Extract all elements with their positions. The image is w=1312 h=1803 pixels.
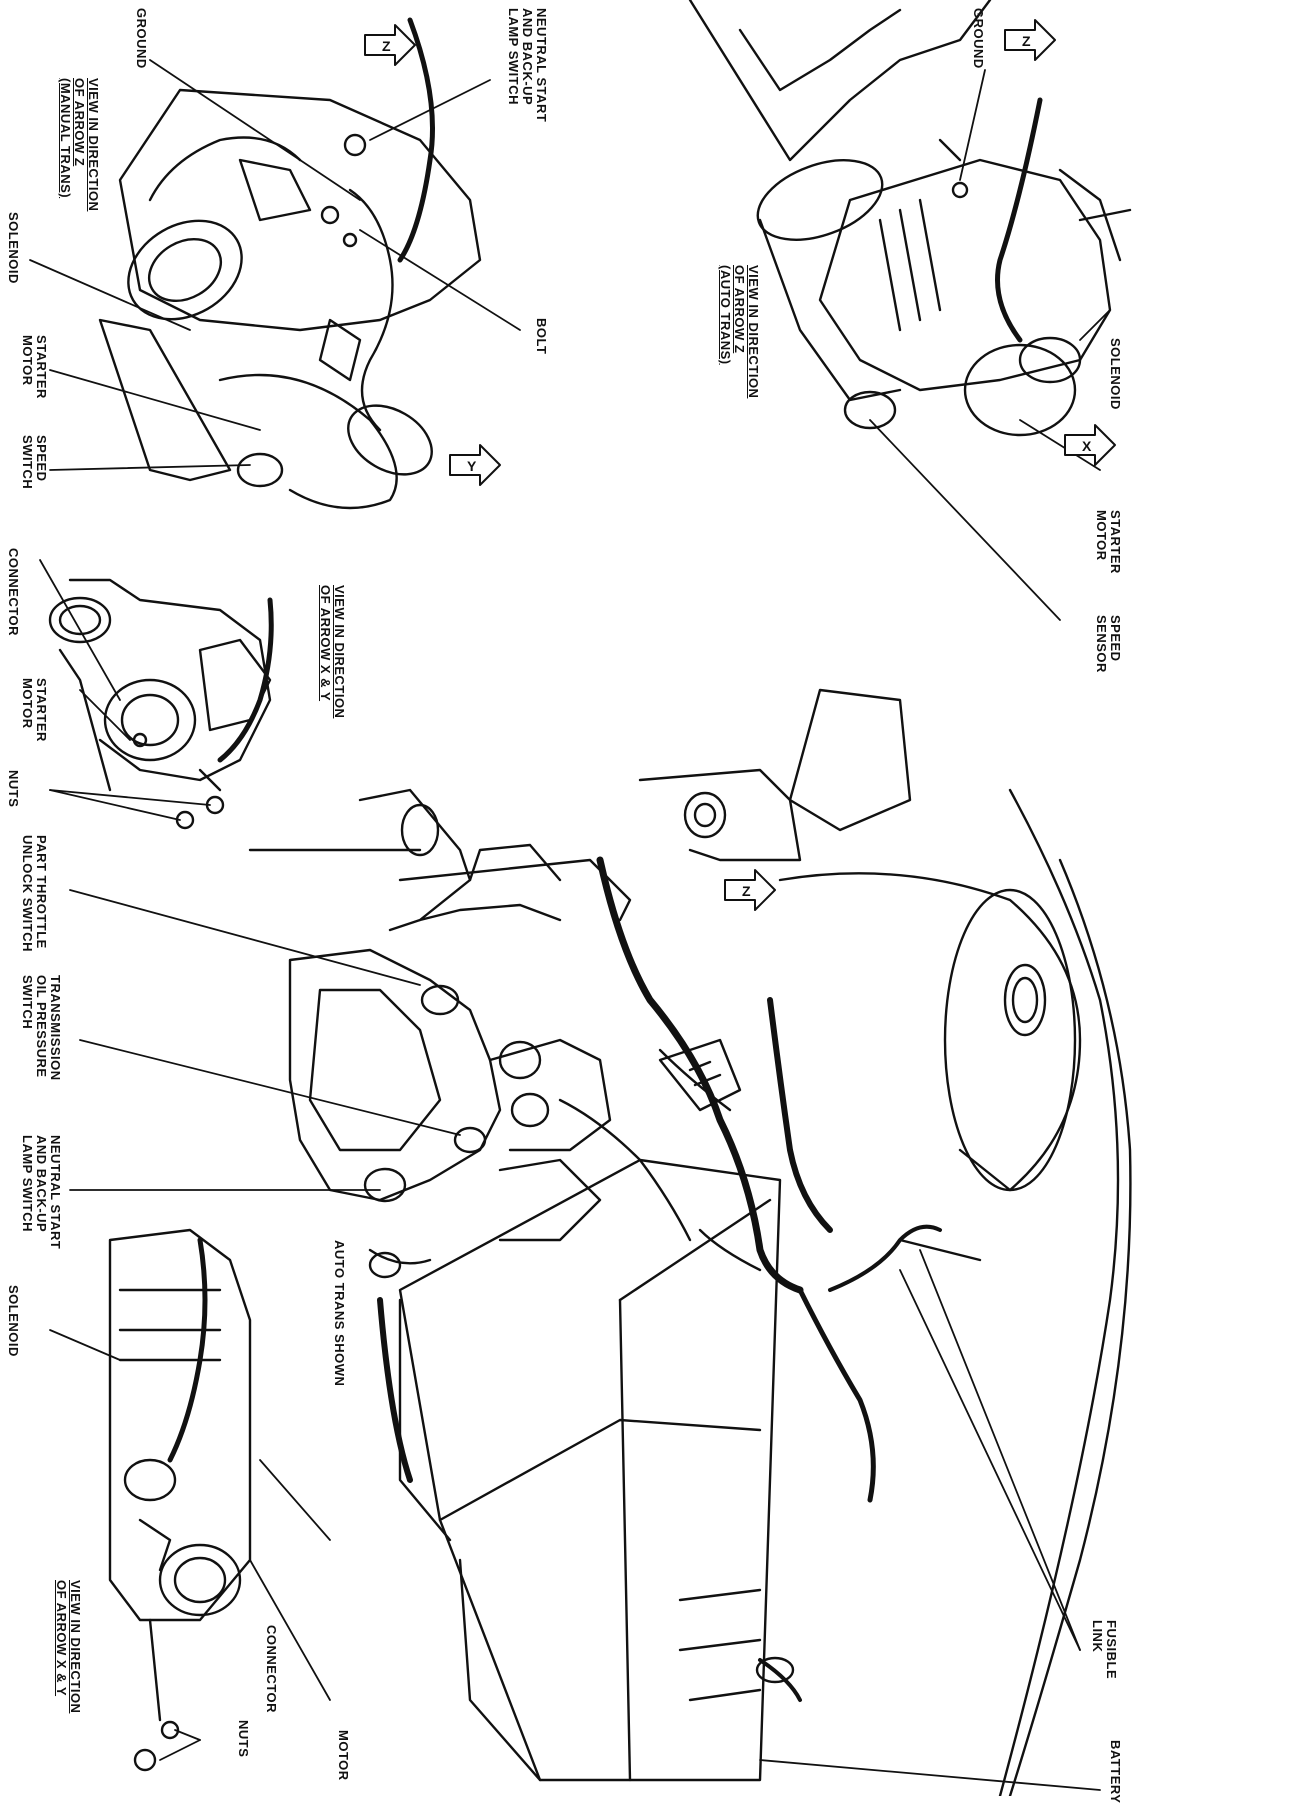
arrow-letter-z: Z — [742, 883, 751, 899]
starter-inset-bottom — [108, 1228, 252, 1772]
starter-inset-middle — [48, 578, 274, 830]
label-ground: GROUND — [971, 8, 986, 69]
label-part-throttle-unlock-switch: PART THROTTLE UNLOCK SWITCH — [20, 835, 49, 952]
arrow-letter-x: X — [1082, 438, 1092, 454]
label-neutral-start-switch: NEUTRAL START AND BACK-UP LAMP SWITCH — [506, 8, 549, 123]
label-solenoid: SOLENOID — [6, 1285, 21, 1357]
label-starter-motor: STARTER MOTOR — [1094, 510, 1123, 574]
label-speed-sensor: SPEED SENSOR — [1094, 615, 1123, 673]
label-fusible-link: FUSIBLE LINK — [1090, 1620, 1119, 1680]
auto-trans-inset — [688, 0, 1132, 437]
label-speed-switch: SPEED SWITCH — [20, 435, 49, 490]
main-assembly — [248, 688, 1132, 1796]
label-view-arrow-z-auto: VIEW IN DIRECTION OF ARROW Z (AUTO TRANS… — [718, 265, 761, 399]
label-motor: MOTOR — [336, 1730, 351, 1781]
label-solenoid: SOLENOID — [1108, 338, 1123, 410]
arrow-z-icon — [1004, 19, 1056, 61]
arrow-letter-z: Z — [382, 38, 391, 54]
label-auto-trans-shown: AUTO TRANS SHOWN — [332, 1240, 347, 1387]
manual-trans-inset — [98, 17, 482, 510]
label-nuts: NUTS — [236, 1720, 251, 1758]
label-bolt: BOLT — [534, 318, 549, 355]
label-view-arrow-z-manual: VIEW IN DIRECTION OF ARROW Z (MANUAL TRA… — [58, 78, 101, 212]
label-connector: CONNECTOR — [6, 548, 21, 637]
label-view-arrow-xy: VIEW IN DIRECTION OF ARROW X & Y — [54, 1580, 83, 1714]
label-solenoid: SOLENOID — [6, 212, 21, 284]
arrow-letter-y: Y — [467, 458, 477, 474]
label-starter-motor: STARTER MOTOR — [20, 678, 49, 742]
label-starter-motor: STARTER MOTOR — [20, 335, 49, 399]
arrow-x-icon — [1064, 424, 1116, 466]
label-transmission-oil-pressure-switch: TRANSMISSION OIL PRESSURE SWITCH — [20, 975, 63, 1081]
label-ground: GROUND — [134, 8, 149, 69]
arrow-letter-z: Z — [1022, 33, 1031, 49]
label-neutral-start-switch-main: NEUTRAL START AND BACK-UP LAMP SWITCH — [20, 1135, 63, 1250]
label-battery: BATTERY — [1108, 1740, 1123, 1803]
arrow-z-icon — [724, 869, 776, 911]
label-nuts: NUTS — [6, 770, 21, 808]
arrow-z-icon — [364, 24, 416, 66]
label-connector: CONNECTOR — [264, 1625, 279, 1714]
label-view-arrow-xy: VIEW IN DIRECTION OF ARROW X & Y — [318, 585, 347, 719]
arrow-y-icon — [449, 444, 501, 486]
